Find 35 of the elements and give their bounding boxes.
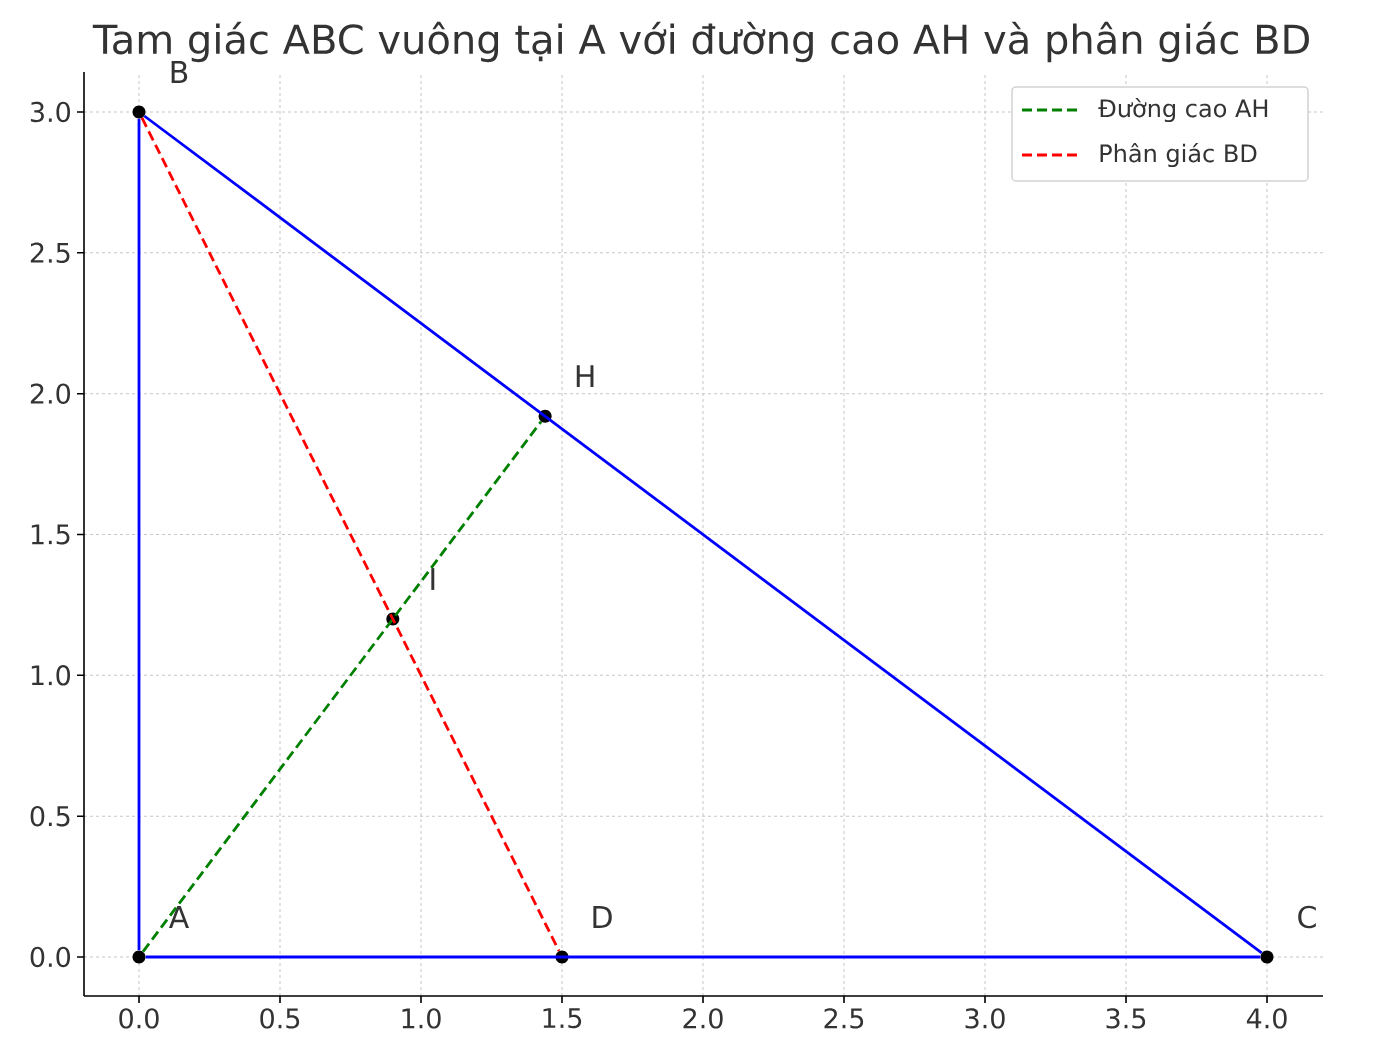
tick-label: 4.0 <box>1246 1008 1287 1029</box>
tick-label: 2.0 <box>30 383 70 404</box>
point-label: C <box>1298 905 1316 929</box>
line-segment <box>141 420 543 953</box>
point-label: D <box>593 906 612 928</box>
point-label: I <box>431 568 435 590</box>
line-segment <box>140 117 561 952</box>
line-segment <box>143 114 1263 955</box>
tick-label: 0.0 <box>30 946 70 968</box>
tick-label: 1.5 <box>31 524 70 545</box>
tick-label: 0.0 <box>119 1008 159 1029</box>
point <box>132 950 146 964</box>
point-label: H <box>576 365 594 388</box>
tick-label: 0.5 <box>30 805 70 827</box>
tick-label: 2.5 <box>824 1008 864 1029</box>
tick-label: 1.5 <box>543 1008 582 1029</box>
point <box>538 409 552 423</box>
point-label: A <box>169 906 190 928</box>
point <box>1260 950 1274 964</box>
tick-label: 3.0 <box>965 1008 1005 1029</box>
tick-label: 1.0 <box>31 665 70 686</box>
line-segment <box>145 955 1261 959</box>
tick-label: 3.5 <box>1106 1008 1146 1029</box>
legend-text: Phân giác BD <box>1100 142 1257 168</box>
tick-label: 2.5 <box>30 242 70 263</box>
point <box>555 950 569 964</box>
tick-label: 1.0 <box>402 1008 441 1029</box>
point <box>132 105 146 119</box>
point-label: B <box>171 61 188 83</box>
line-segment <box>137 118 141 951</box>
tick-label: 2.0 <box>683 1008 723 1029</box>
tick-label: 3.0 <box>30 101 70 123</box>
point <box>386 612 400 626</box>
tick-label: 0.5 <box>260 1008 300 1029</box>
legend-text: Đường cao AH <box>1098 97 1268 123</box>
